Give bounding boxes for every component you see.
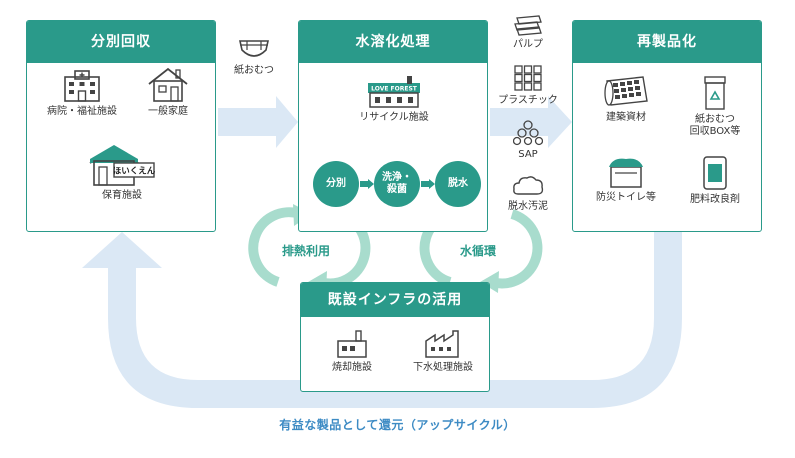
recycling-facility-item: LOVE FOREST リサイクル施設 (329, 75, 459, 124)
sewage-plant-icon (425, 330, 459, 358)
process-title: 水溶化処理 (299, 21, 487, 63)
sap-icon (513, 120, 543, 146)
diaper-label: 紙おむつ (234, 65, 274, 76)
plastic-icon (514, 65, 542, 91)
collection-box-item: 紙おむつ 回収BOX等 (675, 75, 755, 138)
sort-collect-box: 分別回収 病院・福祉施設 一般家庭 (26, 20, 216, 232)
step-arrow-2 (421, 179, 435, 189)
diaper-icon (239, 40, 269, 57)
infra-box: 既設インフラの活用 焼却施設 下水処理施設 (300, 282, 490, 392)
disaster-toilet-item: 防災トイレ等 (589, 155, 663, 204)
facility-sign-text: LOVE FOREST (371, 86, 418, 93)
fertilizer-icon (703, 156, 727, 190)
fertilizer-label: 肥料改良剤 (690, 194, 740, 205)
output-pulp: パルプ (496, 14, 560, 51)
cycle-right-arc2 (490, 209, 543, 289)
output-plastic: プラスチック (496, 64, 560, 107)
sludge-icon (513, 176, 544, 195)
hospital-label: 病院・福祉施設 (47, 106, 117, 117)
heat-reuse-label: 排熱利用 (282, 244, 331, 258)
arrow-to-process (218, 96, 298, 148)
water-cycle-label: 水循環 (460, 244, 497, 258)
infra-title: 既設インフラの活用 (301, 283, 489, 317)
recycling-facility-label: リサイクル施設 (359, 112, 429, 123)
building-material-icon (604, 76, 648, 106)
step-wash: 洗浄・ 殺菌 (374, 161, 420, 207)
upcycle-caption: 有益な製品として還元（アップサイクル） (279, 418, 516, 432)
process-box: 水溶化処理 LOVE FOREST リサイクル施設 分別 洗浄・ 殺菌 脱水 (298, 20, 488, 232)
nursery-label: 保育施設 (102, 190, 142, 201)
remake-box: 再製品化 建築資材 紙おむつ 回収BOX等 (572, 20, 762, 232)
nursery-item: ほいくえん 保育施設 (77, 145, 167, 202)
output-sludge: 脱水汚泥 (496, 174, 560, 213)
building-material-item: 建築資材 (589, 75, 663, 124)
step-sort: 分別 (313, 161, 359, 207)
building-material-label: 建築資材 (606, 112, 646, 123)
return-arrow (82, 232, 682, 408)
fertilizer-item: 肥料改良剤 (675, 155, 755, 206)
incinerator-icon (337, 330, 367, 358)
output-sap: SAP (496, 120, 560, 161)
nursery-icon: ほいくえん (89, 145, 156, 186)
hospital-item: 病院・福祉施設 (45, 69, 119, 118)
house-label: 一般家庭 (148, 106, 188, 117)
plastic-label: プラスチック (498, 95, 558, 106)
sewage-plant-item: 下水処理施設 (401, 329, 485, 374)
collection-box-label: 紙おむつ 回収BOX等 (689, 114, 741, 137)
cycle-left-arc1 (248, 207, 302, 287)
pulp-label: パルプ (513, 39, 543, 50)
sewage-plant-label: 下水処理施設 (413, 362, 473, 373)
pulp-icon (514, 15, 542, 36)
hospital-icon (64, 70, 100, 102)
diaper-item: 紙おむつ (222, 38, 286, 77)
disaster-toilet-label: 防災トイレ等 (596, 192, 656, 203)
sort-collect-title: 分別回収 (27, 21, 215, 63)
house-item: 一般家庭 (131, 65, 205, 118)
collection-box-icon (704, 76, 726, 110)
step-arrow-1 (360, 179, 374, 189)
recycling-facility-icon: LOVE FOREST (368, 76, 420, 108)
sludge-label: 脱水汚泥 (508, 201, 548, 212)
nursery-sign-text: ほいくえん (113, 167, 156, 177)
disaster-toilet-icon (609, 158, 643, 188)
house-icon (148, 67, 188, 102)
sap-label: SAP (518, 149, 538, 160)
remake-title: 再製品化 (573, 21, 761, 63)
incinerator-label: 焼却施設 (332, 362, 372, 373)
incinerator-item: 焼却施設 (315, 329, 389, 374)
step-dewater: 脱水 (435, 161, 481, 207)
